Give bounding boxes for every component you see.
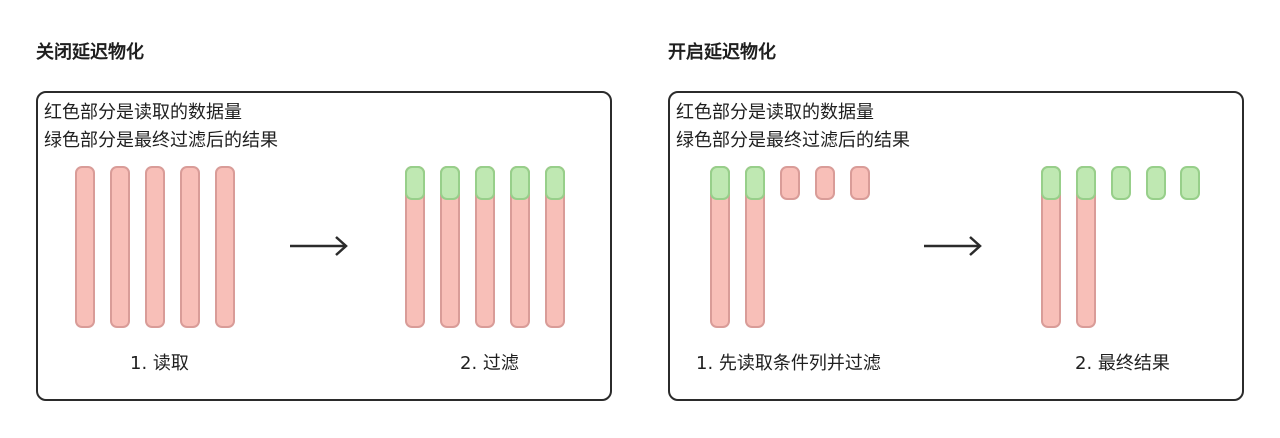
column-bar — [215, 166, 235, 328]
right-legend: 红色部分是读取的数据量 绿色部分是最终过滤后的结果 — [676, 99, 910, 155]
partial-read-block — [780, 166, 800, 200]
partial-read-block — [815, 166, 835, 200]
right-panel-title: 开启延迟物化 — [668, 42, 776, 63]
filtered-result-cap — [510, 166, 530, 200]
column-bar — [75, 166, 95, 328]
left-panel-title: 关闭延迟物化 — [36, 42, 144, 63]
left-step1-label: 1. 读取 — [130, 353, 189, 374]
column-bar — [110, 166, 130, 328]
result-block — [1180, 166, 1200, 200]
filtered-result-cap — [545, 166, 565, 200]
right-step1-label: 1. 先读取条件列并过滤 — [696, 353, 881, 374]
filtered-result-cap — [440, 166, 460, 200]
legend-red-text: 红色部分是读取的数据量 — [676, 102, 874, 123]
filtered-result-cap — [475, 166, 495, 200]
left-arrow-icon — [290, 236, 348, 256]
right-step2-label: 2. 最终结果 — [1075, 353, 1170, 374]
left-legend: 红色部分是读取的数据量 绿色部分是最终过滤后的结果 — [44, 99, 278, 155]
result-block — [1146, 166, 1166, 200]
column-bar — [180, 166, 200, 328]
partial-read-block — [850, 166, 870, 200]
filtered-result-cap — [405, 166, 425, 200]
filtered-result-cap — [745, 166, 765, 200]
left-step2-label: 2. 过滤 — [460, 353, 519, 374]
legend-green-text: 绿色部分是最终过滤后的结果 — [676, 130, 910, 151]
right-panel-frame: 红色部分是读取的数据量 绿色部分是最终过滤后的结果 — [668, 91, 1244, 401]
filtered-result-cap — [710, 166, 730, 200]
legend-green-text: 绿色部分是最终过滤后的结果 — [44, 130, 278, 151]
left-panel-frame: 红色部分是读取的数据量 绿色部分是最终过滤后的结果 — [36, 91, 612, 401]
filtered-result-cap — [1076, 166, 1096, 200]
result-block — [1111, 166, 1131, 200]
column-bar — [145, 166, 165, 328]
filtered-result-cap — [1041, 166, 1061, 200]
legend-red-text: 红色部分是读取的数据量 — [44, 102, 242, 123]
right-arrow-icon — [924, 236, 982, 256]
